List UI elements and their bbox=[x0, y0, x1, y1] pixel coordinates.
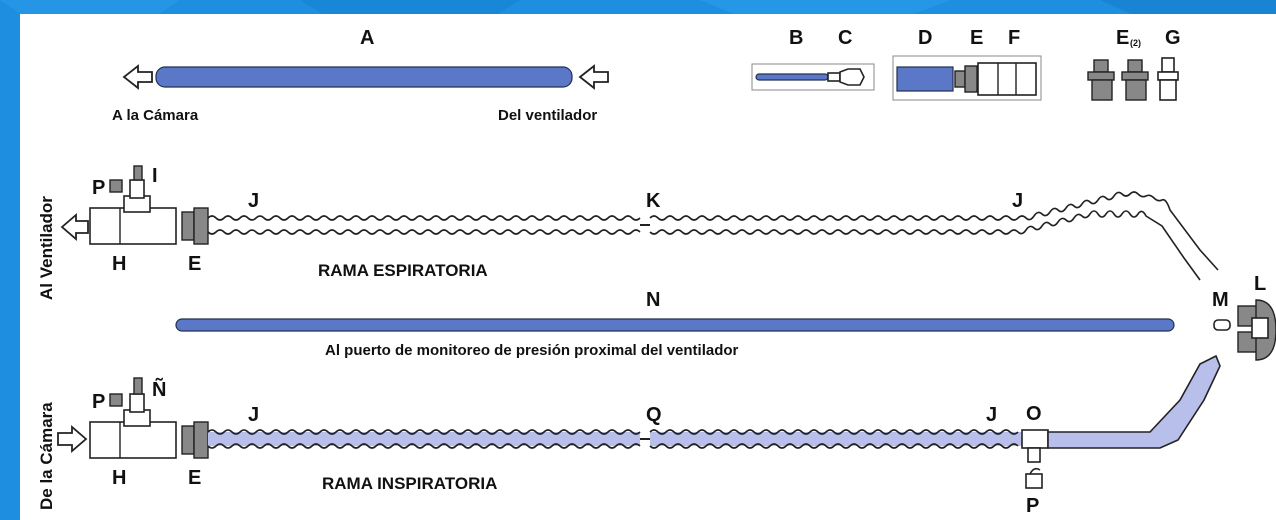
label-O: O bbox=[1026, 403, 1042, 425]
inspiratory-tube-left bbox=[208, 432, 640, 446]
label-E2: E bbox=[1116, 27, 1129, 49]
expiratory-coil-bottom-right bbox=[649, 210, 1201, 281]
text-from-ventilator: Del ventilador bbox=[498, 107, 597, 124]
label-E2-sub: (2) bbox=[1130, 38, 1141, 48]
label-P-bottom-left: P bbox=[92, 391, 105, 413]
connector-C bbox=[827, 68, 865, 86]
plug-G bbox=[1157, 57, 1179, 101]
inspiratory-coil-bottom-right bbox=[649, 443, 1019, 449]
cap-P bbox=[1025, 467, 1043, 489]
tube-D bbox=[896, 66, 954, 92]
text-to-ventilator: Al Ventilador bbox=[37, 196, 56, 300]
label-A: A bbox=[360, 27, 374, 49]
text-proximal-port: Al puerto de monitoreo de presión proxim… bbox=[325, 342, 739, 359]
label-P-bottom: P bbox=[1026, 495, 1039, 517]
tube-A bbox=[155, 66, 573, 88]
label-Q: Q bbox=[646, 404, 662, 426]
label-K: K bbox=[646, 190, 661, 212]
expiratory-coil-top-left bbox=[207, 215, 641, 221]
label-D: D bbox=[918, 27, 932, 49]
arrow-right-icon bbox=[57, 425, 88, 453]
adapter-E-expiratory bbox=[181, 207, 209, 245]
label-H-top: H bbox=[112, 253, 126, 275]
label-N-tilde: Ñ bbox=[152, 378, 166, 401]
label-G: G bbox=[1165, 27, 1181, 49]
text-expiratory-branch: RAMA ESPIRATORIA bbox=[318, 261, 488, 280]
adapter-E bbox=[954, 65, 978, 93]
valve-H-expiratory bbox=[89, 165, 177, 245]
inspiratory-coil-top-left bbox=[207, 429, 641, 435]
label-H-bottom: H bbox=[112, 467, 126, 489]
label-J-insp-right: J bbox=[986, 404, 997, 426]
port-M bbox=[1213, 319, 1231, 331]
label-E: E bbox=[970, 27, 983, 49]
tube-N bbox=[175, 318, 1175, 332]
arrow-left-icon bbox=[578, 64, 609, 90]
label-B: B bbox=[789, 27, 803, 49]
text-to-chamber: A la Cámara bbox=[112, 107, 199, 124]
adapter-E-inspiratory bbox=[181, 421, 209, 459]
adapter-E2-b bbox=[1121, 59, 1149, 101]
expiratory-coil-bottom-left bbox=[207, 229, 641, 235]
label-J-exp-left: J bbox=[248, 190, 259, 212]
inspiratory-coil-bottom-left bbox=[207, 443, 641, 449]
cap-F bbox=[977, 62, 1037, 96]
arrow-left-icon bbox=[122, 64, 153, 90]
expiratory-coil-top-right bbox=[649, 191, 1219, 271]
inspiratory-tube-right bbox=[650, 432, 1022, 446]
inspiratory-coil-top-right bbox=[649, 429, 1019, 435]
label-M: M bbox=[1212, 289, 1229, 311]
label-J-exp-right: J bbox=[1012, 190, 1023, 212]
label-F: F bbox=[1008, 27, 1020, 49]
label-I: I bbox=[152, 165, 158, 187]
inspiratory-tube-distal bbox=[1047, 354, 1221, 449]
label-P-top: P bbox=[92, 177, 105, 199]
label-E-top: E bbox=[188, 253, 201, 275]
tube-B bbox=[755, 73, 829, 81]
label-L: L bbox=[1254, 273, 1266, 295]
label-C: C bbox=[838, 27, 852, 49]
valve-H-inspiratory bbox=[89, 377, 177, 459]
text-inspiratory-branch: RAMA INSPIRATORIA bbox=[322, 474, 497, 493]
wye-L bbox=[1237, 299, 1276, 361]
text-from-chamber: De la Cámara bbox=[37, 402, 56, 510]
label-J-insp-left: J bbox=[248, 404, 259, 426]
label-E-bottom: E bbox=[188, 467, 201, 489]
t-piece-O bbox=[1021, 429, 1049, 463]
adapter-E2-a bbox=[1087, 59, 1115, 101]
label-N: N bbox=[646, 289, 660, 311]
arrow-left-icon bbox=[60, 213, 89, 241]
